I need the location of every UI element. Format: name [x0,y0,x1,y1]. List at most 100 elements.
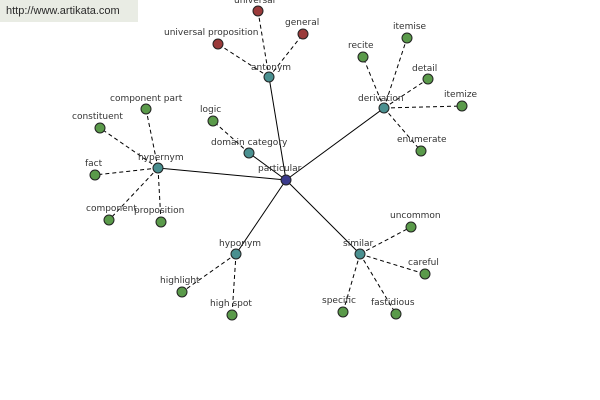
node-high-spot[interactable]: high spot [210,299,252,321]
node-hyponym[interactable]: hyponym [219,239,261,260]
graph-nodes: universal general universal proposition ant… [72,0,478,321]
node-label-universal: universal [234,0,275,6]
leaf-node-circle[interactable] [456,100,468,112]
node-label-similar: similar [343,239,373,249]
edge-hyponym-highlight [181,253,237,293]
node-label-hyponym: hyponym [219,239,261,249]
leaf-node-circle[interactable] [415,145,427,157]
relation-node-circle[interactable] [378,102,390,114]
node-label-component-part: component part [110,94,183,104]
node-label-enumerate: enumerate [397,135,447,145]
leaf-node-circle[interactable] [176,286,188,298]
node-detail[interactable]: detail [412,64,437,85]
node-label-logic: logic [200,105,221,115]
leaf-node-circle[interactable] [89,169,101,181]
node-label-fact: fact [85,159,103,169]
node-fact[interactable]: fact [85,159,103,181]
leaf-node-circle[interactable] [419,268,431,280]
node-universal[interactable]: universal [234,0,275,17]
node-recite[interactable]: recite [348,41,374,63]
node-label-proposition: proposition [134,206,184,216]
leaf-node-circle[interactable] [94,122,106,134]
edge-antonym-general [268,33,304,78]
node-label-derivation: derivation [358,94,404,104]
edge-derivation-itemise [383,37,408,109]
node-uncommon[interactable]: uncommon [390,211,441,233]
edge-similar-specific [342,253,361,313]
edge-derivation-enumerate [383,107,422,152]
edge-hypernym-component-part [145,108,159,169]
leaf-node-circle[interactable] [405,221,417,233]
leaf-node-circle[interactable] [252,5,264,17]
node-universal-proposition[interactable]: universal proposition [164,28,258,50]
edge-similar-fastidious [359,253,397,315]
node-general[interactable]: general [285,18,319,40]
graph-edges [94,10,463,316]
relation-node-circle[interactable] [354,248,366,260]
node-label-universal-proposition: universal proposition [164,28,258,38]
node-component[interactable]: component [86,204,137,226]
leaf-node-circle[interactable] [226,309,238,321]
node-highlight[interactable]: highlight [160,276,200,298]
node-hypernym[interactable]: hypernym [138,153,184,174]
edge-particular-domain-category [248,152,287,181]
center-node-circle[interactable] [280,174,292,186]
site-url-banner[interactable]: http://www.artikata.com [0,0,138,22]
node-domain-category[interactable]: domain category [211,138,288,159]
node-derivation[interactable]: derivation [358,94,404,114]
edge-particular-similar [285,179,361,255]
relation-node-circle[interactable] [230,248,242,260]
node-label-component: component [86,204,137,214]
edge-derivation-itemize [383,105,463,109]
node-specific[interactable]: specific [322,296,356,318]
node-label-itemise: itemise [393,22,427,32]
node-label-hypernym: hypernym [138,153,184,163]
edge-hypernym-constituent [99,127,159,169]
leaf-node-circle[interactable] [297,28,309,40]
node-label-highlight: highlight [160,276,200,286]
leaf-node-circle[interactable] [390,308,402,320]
edge-derivation-detail [383,78,429,109]
edge-particular-hypernym [157,167,287,181]
node-itemise[interactable]: itemise [393,22,427,44]
node-proposition[interactable]: proposition [134,206,184,228]
leaf-node-circle[interactable] [357,51,369,63]
node-label-constituent: constituent [72,112,123,122]
edge-particular-hyponym [235,179,287,255]
leaf-node-circle[interactable] [401,32,413,44]
node-careful[interactable]: careful [408,258,439,280]
relation-node-circle[interactable] [243,147,255,159]
edge-particular-derivation [285,107,385,181]
edge-similar-careful [359,253,426,275]
edge-antonym-universal-proposition [217,43,270,78]
node-fastidious[interactable]: fastidious [371,298,415,320]
node-label-careful: careful [408,258,439,268]
edge-hyponym-high-spot [231,253,237,316]
relation-node-circle[interactable] [263,71,275,83]
node-logic[interactable]: logic [200,105,221,127]
node-enumerate[interactable]: enumerate [397,135,447,157]
leaf-node-circle[interactable] [155,216,167,228]
edge-hypernym-component [108,167,159,221]
node-component-part[interactable]: component part [110,94,183,115]
relation-node-circle[interactable] [152,162,164,174]
node-particular[interactable]: particular [258,164,302,186]
node-label-high-spot: high spot [210,299,252,309]
node-label-antonym: antonym [251,63,291,73]
edge-similar-uncommon [359,226,412,255]
node-itemize[interactable]: itemize [444,90,478,112]
node-label-itemize: itemize [444,90,478,100]
node-label-particular: particular [258,164,302,174]
leaf-node-circle[interactable] [103,214,115,226]
node-constituent[interactable]: constituent [72,112,123,134]
leaf-node-circle[interactable] [212,38,224,50]
node-label-specific: specific [322,296,356,306]
leaf-node-circle[interactable] [140,103,152,115]
leaf-node-circle[interactable] [422,73,434,85]
leaf-node-circle[interactable] [207,115,219,127]
edge-hypernym-fact [94,167,159,176]
leaf-node-circle[interactable] [337,306,349,318]
node-antonym[interactable]: antonym [251,63,291,83]
node-similar[interactable]: similar [343,239,373,260]
